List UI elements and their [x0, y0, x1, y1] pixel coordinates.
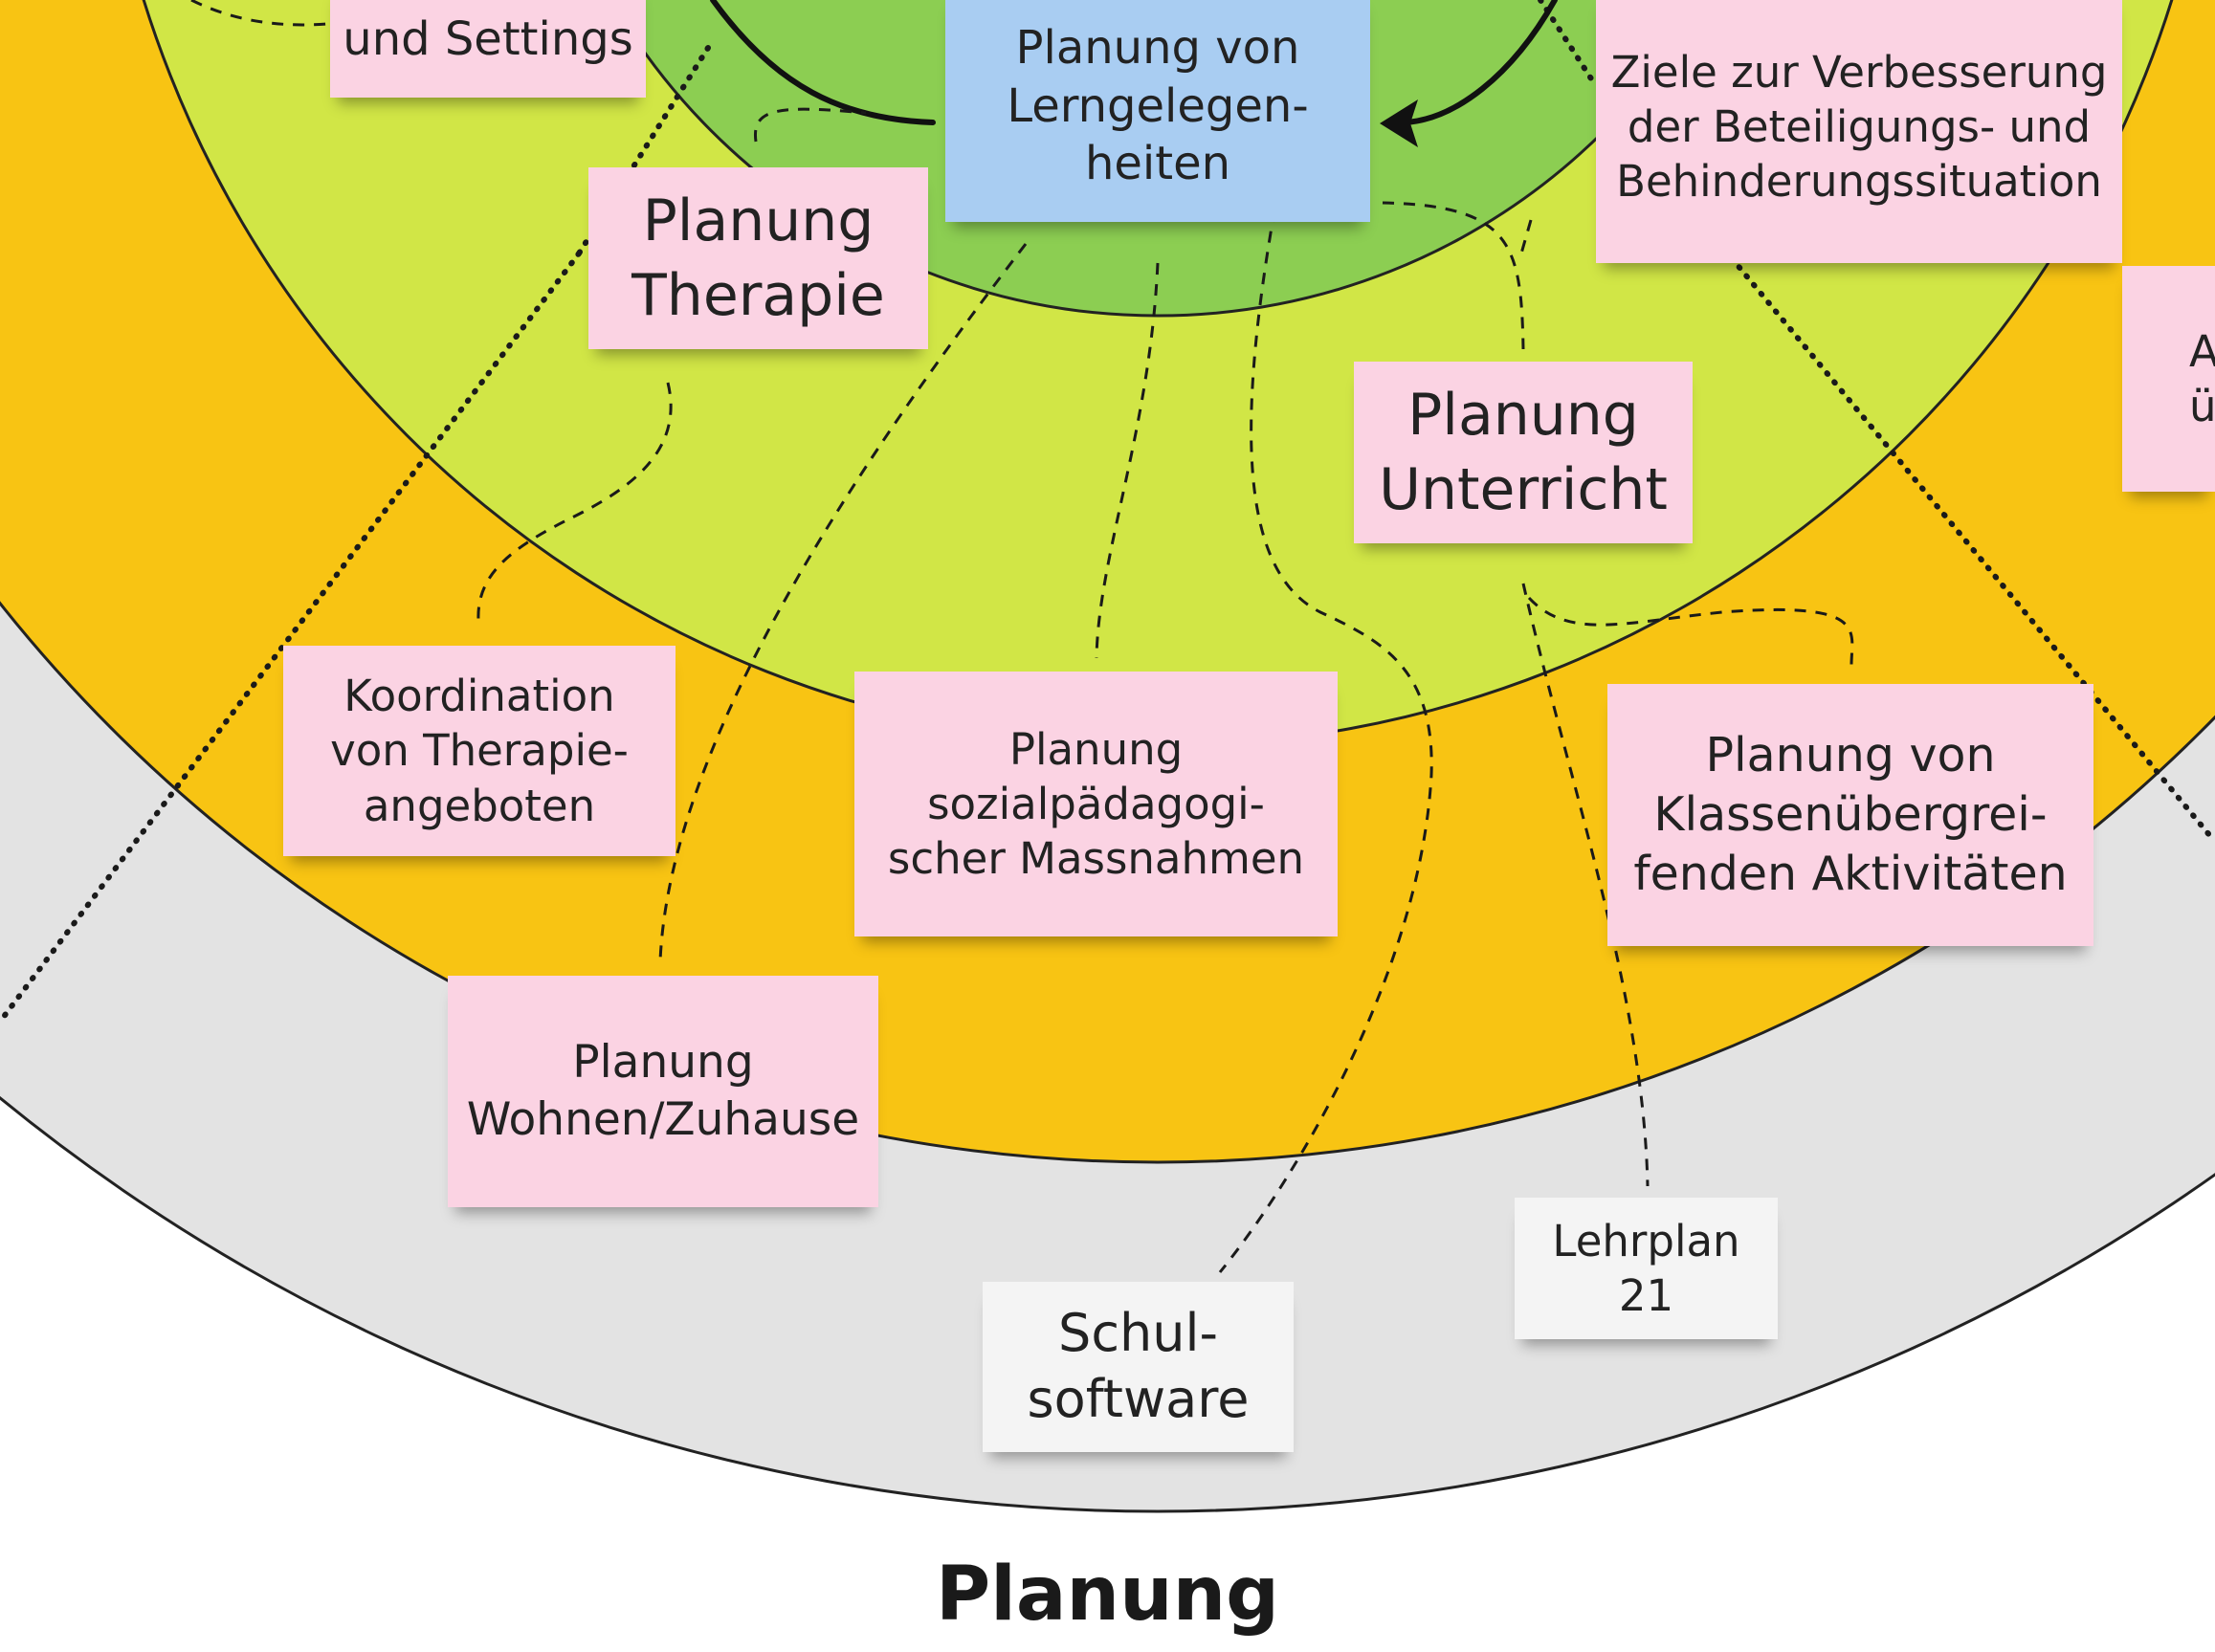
- sticky-note-planung-unterricht: Planung Unterricht: [1354, 362, 1693, 543]
- note-text: Planung: [572, 1036, 754, 1090]
- note-text: Klassenübergrei-: [1653, 786, 2048, 842]
- note-text: scher Massnahmen: [887, 833, 1305, 885]
- note-text: der Beteiligungs- und: [1627, 100, 2092, 152]
- note-text: Therapie: [631, 262, 885, 329]
- connector-unterricht-lehrplan: [1521, 583, 1650, 1187]
- connector-therapie-koordination: [476, 382, 673, 621]
- note-text: Planung: [1407, 382, 1639, 449]
- note-text: angeboten: [363, 780, 596, 831]
- note-text: 21: [1618, 1270, 1674, 1321]
- connector-lerngelegenheiten-wohnen: [658, 243, 1028, 962]
- arrow-left-curve: [710, 0, 936, 125]
- dotted-line-left: [0, 251, 582, 1024]
- note-text: sozialpädagogi-: [927, 778, 1265, 829]
- note-text: und Settings: [343, 11, 633, 66]
- diagram-title: Planung: [936, 1552, 1279, 1638]
- sticky-note-lehrplan: Lehrplan 21: [1515, 1198, 1778, 1339]
- note-text: Lehrplan: [1552, 1215, 1740, 1267]
- note-text: Wohnen/Zuhause: [466, 1093, 860, 1146]
- sticky-note-koordination-therapie: Koordination von Therapie- angeboten: [283, 646, 676, 856]
- sticky-note-planung-lerngelegenheiten: Planung von Lerngelegen- heiten: [945, 0, 1370, 222]
- sticky-note-ziele-verbesserung: Ziele zur Verbesserung der Beteiligungs-…: [1596, 0, 2122, 263]
- sticky-note-planung-klassenuebergreifend: Planung von Klassenübergrei- fenden Akti…: [1607, 684, 2093, 946]
- note-text: Ziele zur Verbesserung: [1610, 46, 2108, 98]
- note-text: fenden Aktivitäten: [1633, 847, 2068, 902]
- arrowhead-icon: [1380, 99, 1418, 147]
- connector-therapie-lerngelegenheiten: [753, 107, 867, 143]
- dashed-connectors: [190, 0, 1854, 1273]
- note-text: Behinderungssituation: [1616, 156, 2102, 208]
- note-text: A: [2189, 325, 2215, 377]
- note-text: Schul-: [1058, 1303, 1218, 1364]
- note-text: software: [1027, 1369, 1250, 1429]
- note-text: Lerngelegen-: [1007, 78, 1309, 133]
- note-text: heiten: [1084, 137, 1231, 191]
- solid-arrows: [710, 0, 1558, 147]
- sticky-note-und-settings: und Settings: [330, 0, 646, 98]
- note-text: Planung: [642, 187, 875, 254]
- note-text: Planung von: [1705, 727, 1996, 782]
- note-text: Planung von: [1015, 20, 1300, 75]
- sticky-note-planung-sozialpaedagogisch: Planung sozialpädagogi- scher Massnahmen: [854, 672, 1338, 936]
- note-text: Planung: [1008, 723, 1184, 775]
- connector-top-left: [190, 0, 328, 27]
- sticky-note-planung-wohnen: Planung Wohnen/Zuhause: [448, 976, 878, 1207]
- note-text: Koordination: [343, 671, 615, 722]
- note-text: von Therapie-: [330, 725, 629, 777]
- arrow-right-curve: [1402, 0, 1558, 125]
- connector-lerngelegenheiten-unterricht: [1382, 201, 1525, 350]
- sticky-note-planung-therapie: Planung Therapie: [588, 167, 928, 349]
- note-text: Unterricht: [1379, 456, 1668, 523]
- dotted-line-right: [1729, 255, 2215, 845]
- dotted-sector-lines: [0, 0, 2215, 1024]
- sticky-note-schulsoftware: Schul- software: [983, 1282, 1294, 1452]
- sticky-note-right-edge: A üb: [2122, 266, 2215, 492]
- note-text: üb: [2189, 381, 2215, 431]
- connector-lerngelegenheiten-sozial: [1095, 262, 1160, 659]
- connector-ziele-down: [1519, 219, 1533, 254]
- connector-unterricht-klassen: [1527, 596, 1854, 666]
